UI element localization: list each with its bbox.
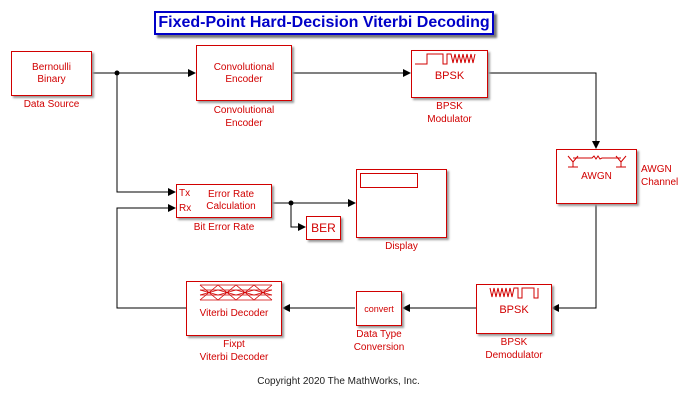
display-value-field	[360, 173, 418, 188]
wire-source-to-tx	[116, 73, 176, 196]
viterbi-label-line1: Fixpt	[223, 339, 245, 350]
bpsk-demod-label-line1: BPSK	[500, 337, 528, 348]
wire-error-to-ber	[290, 203, 306, 231]
copyright-text: Copyright 2020 The MathWorks, Inc.	[257, 376, 420, 387]
wire-viterbi-to-rx	[116, 204, 186, 309]
model-title: Fixed-Point Hard-Decision Viterbi Decodi…	[154, 11, 494, 35]
awgn-channel-block[interactable]: AWGN	[556, 149, 637, 204]
bpsk-modulator-block[interactable]: BPSK	[411, 50, 488, 98]
block-text: convert	[364, 304, 394, 314]
bpsk-mod-label-line2: Modulator	[427, 114, 472, 125]
block-text: Viterbi Decoder	[199, 308, 269, 319]
viterbi-decoder-block[interactable]: Viterbi Decoder	[186, 281, 282, 336]
bpsk-demod-label-line2: Demodulator	[485, 350, 543, 361]
bpsk-mod-label-line1: BPSK	[436, 101, 463, 112]
block-text: BPSK	[434, 70, 465, 82]
block-text: BER	[311, 221, 336, 235]
block-text: BPSK	[499, 304, 529, 316]
demodulation-waveform-icon	[489, 287, 539, 299]
block-text-line2: Calculation	[206, 201, 256, 212]
error-rate-label: Bit Error Rate	[193, 222, 255, 233]
viterbi-label-line2: Viterbi Decoder	[199, 352, 269, 363]
channel-antenna-icon	[567, 155, 627, 168]
awgn-label-line1: AWGN	[641, 164, 672, 175]
data-type-conversion-block[interactable]: convert	[356, 291, 402, 326]
wire-awgn-to-demod	[551, 203, 597, 312]
bernoulli-label: Data Source	[23, 99, 80, 110]
block-text-line2: Binary	[37, 74, 66, 85]
branch-point	[288, 200, 294, 206]
display-block[interactable]	[356, 169, 447, 238]
block-text: AWGN	[581, 171, 612, 182]
convolutional-encoder-block[interactable]: Convolutional Encoder	[196, 45, 292, 101]
modulation-waveform-icon	[415, 53, 476, 65]
encoder-label-line1: Convolutional	[213, 105, 275, 116]
convert-label-line2: Conversion	[353, 342, 405, 353]
bpsk-demodulator-block[interactable]: BPSK	[476, 284, 552, 334]
branch-point	[114, 70, 120, 76]
encoder-label-line2: Encoder	[225, 118, 263, 129]
wire-mod-to-awgn	[487, 72, 600, 149]
port-tx: Tx	[179, 188, 191, 199]
convert-label-line1: Data Type	[356, 329, 402, 340]
block-text-line1: Convolutional	[213, 62, 275, 73]
bernoulli-binary-block[interactable]: Bernoulli Binary	[11, 51, 92, 96]
block-text-line1: Bernoulli	[32, 62, 71, 73]
display-label: Display	[385, 241, 418, 252]
block-text-line2: Encoder	[225, 74, 263, 85]
port-rx: Rx	[179, 203, 192, 214]
trellis-icon	[199, 284, 273, 301]
awgn-label-line2: Channel	[641, 177, 679, 188]
block-text-line1: Error Rate	[207, 189, 255, 200]
ber-block[interactable]: BER	[306, 216, 341, 240]
error-rate-calculation-block[interactable]: Tx Rx Error Rate Calculation	[176, 184, 272, 218]
